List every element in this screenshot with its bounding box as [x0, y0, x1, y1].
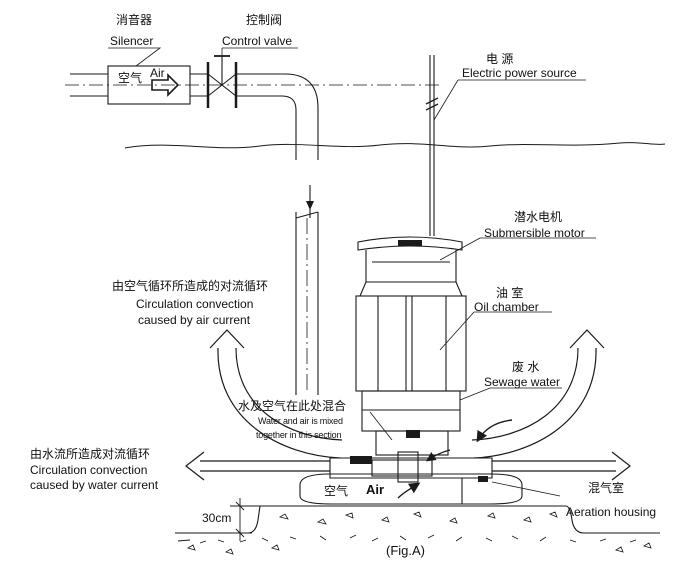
mixing-label-cn: 水及空气在此处混合 — [238, 399, 347, 413]
power-label-cn: 电 源 — [486, 52, 514, 66]
water-surface — [124, 142, 666, 149]
depth-label: 30cm — [202, 511, 232, 525]
water-circulation-label-en-2: caused by water current — [30, 478, 159, 492]
air-circulation-arrow-right — [471, 329, 605, 459]
pipe-elbow — [270, 73, 319, 160]
water-circulation-label-en-1: Circulation convection — [30, 463, 148, 477]
submerged-pipe — [295, 185, 319, 395]
control-valve-label-en: Control valve — [222, 34, 293, 48]
figure-caption: (Fig.A) — [386, 543, 425, 558]
silencer-label-cn: 消音器 — [116, 13, 153, 27]
sewage-inflow-arrow — [476, 419, 513, 443]
air-circulation-label-cn: 由空气循环所造成的对流循环 — [112, 279, 269, 293]
motor-label-cn: 潜水电机 — [514, 210, 563, 224]
aeration-housing-label-en: Aeration housing — [566, 505, 657, 519]
sewage-label-en: Sewage water — [484, 375, 561, 389]
sewage-label-cn: 废 水 — [512, 360, 540, 374]
mixed-gas-chamber-label-cn: 混气室 — [588, 481, 625, 495]
water-circulation-arrow-left — [185, 451, 330, 481]
air-flow-arrow — [151, 73, 180, 97]
water-circulation-arrow-right — [492, 451, 631, 481]
water-circulation-label-cn: 由水流所造成对流循环 — [30, 447, 151, 461]
silencer-box — [107, 65, 208, 105]
power-cable — [425, 55, 439, 236]
housing-air-label-cn: 空气 — [324, 484, 349, 498]
mixing-label-en-2: together in this section — [256, 430, 342, 440]
seabed — [175, 505, 660, 555]
oil-chamber-label-cn: 油 室 — [496, 286, 524, 300]
leader-lines — [108, 47, 596, 497]
submersible-motor — [355, 236, 467, 456]
oil-chamber-label-en: Oil chamber — [474, 300, 539, 314]
air-circulation-label-en-2: caused by air current — [138, 313, 251, 327]
air-circulation-label-en-1: Circulation convection — [136, 297, 254, 311]
silencer-air-label-en: Air — [150, 66, 165, 80]
control-valve — [206, 55, 270, 108]
mixing-label-en-1: Water and air is mixed — [258, 416, 343, 426]
control-valve-label-cn: 控制阀 — [246, 13, 283, 27]
housing-air-label-en: Air — [366, 482, 385, 497]
mixing-flow-arrow — [426, 449, 451, 462]
inlet-pipe — [65, 73, 440, 97]
air-circulation-arrow-left — [209, 329, 343, 459]
motor-details — [350, 240, 488, 482]
air-inlet-arrow — [397, 482, 421, 499]
silencer-label-en: Silencer — [110, 34, 154, 48]
depth-dimension — [230, 498, 262, 541]
motor-label-en: Submersible motor — [484, 226, 585, 240]
power-label-en: Electric power source — [462, 66, 577, 80]
silencer-air-label-cn: 空气 — [118, 71, 143, 85]
